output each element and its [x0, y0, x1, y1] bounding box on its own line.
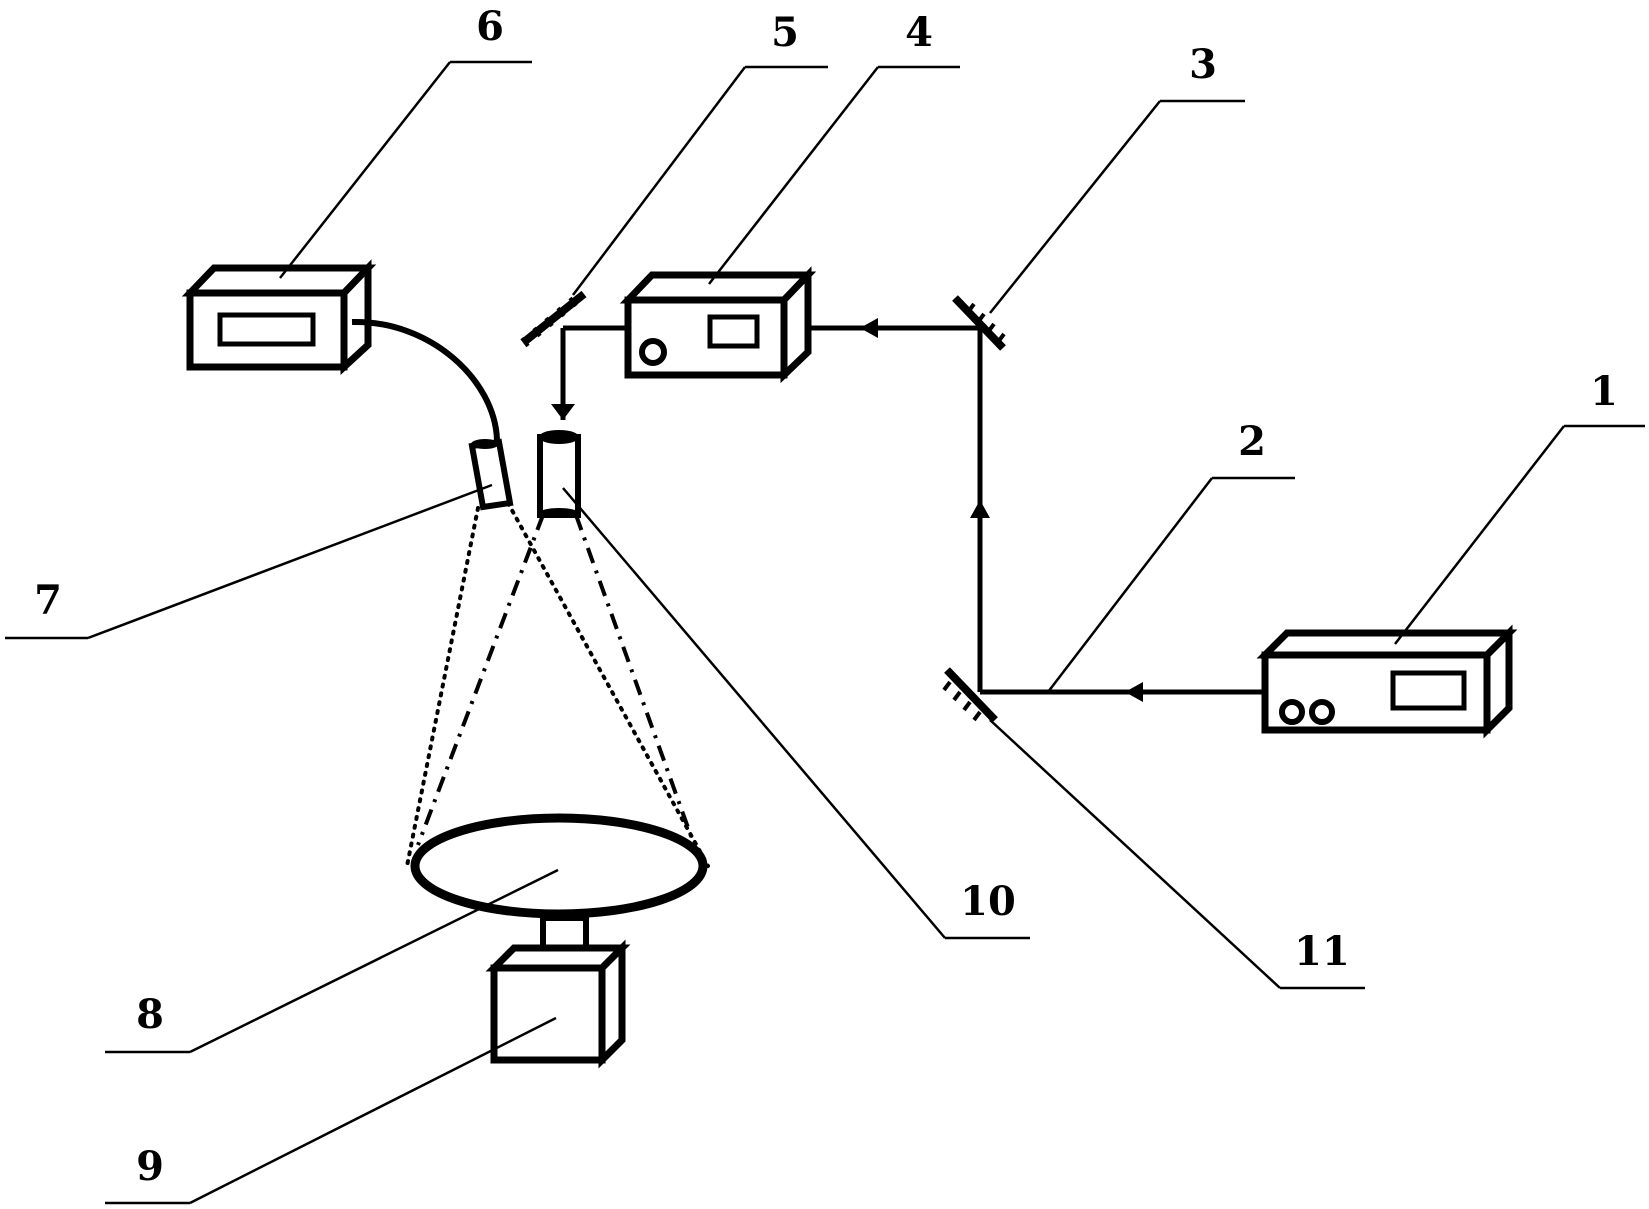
excitation-cone — [416, 514, 698, 851]
mirror-5 — [520, 290, 587, 348]
signal-cable — [351, 318, 500, 441]
label-6: 6 — [476, 3, 504, 50]
label-7: 7 — [34, 577, 62, 624]
detector-6 — [181, 259, 377, 375]
label-8: 8 — [136, 991, 164, 1038]
display-window — [707, 314, 760, 349]
display-window — [1390, 670, 1467, 711]
leader-lines — [5, 60, 1645, 1205]
rotation-stage-9 — [485, 915, 631, 1069]
knob-icon — [639, 338, 667, 366]
label-10: 10 — [960, 878, 1016, 925]
label-5: 5 — [771, 9, 799, 56]
probe-cone — [405, 501, 710, 868]
modulator-4 — [619, 266, 817, 384]
knob-icon — [1279, 699, 1305, 725]
label-11: 11 — [1294, 928, 1350, 975]
arrow-up-icon — [970, 500, 990, 518]
arrow-down-icon — [551, 404, 575, 420]
probe-7 — [468, 438, 514, 511]
label-9: 9 — [136, 1143, 164, 1190]
display-window — [217, 312, 316, 347]
label-1: 1 — [1590, 368, 1618, 415]
sample-disk-8 — [410, 813, 708, 919]
mirror-11 — [942, 667, 998, 723]
label-3: 3 — [1189, 41, 1217, 88]
arrow-left-icon — [1125, 682, 1143, 702]
label-4: 4 — [905, 9, 933, 56]
label-2: 2 — [1238, 418, 1266, 465]
lens-10 — [537, 430, 581, 518]
arrow-left-icon — [860, 318, 878, 338]
beam-path — [551, 318, 1265, 702]
mirror-3 — [952, 295, 1006, 351]
knob-icon — [1309, 699, 1335, 725]
laser-source-1 — [1256, 624, 1518, 739]
